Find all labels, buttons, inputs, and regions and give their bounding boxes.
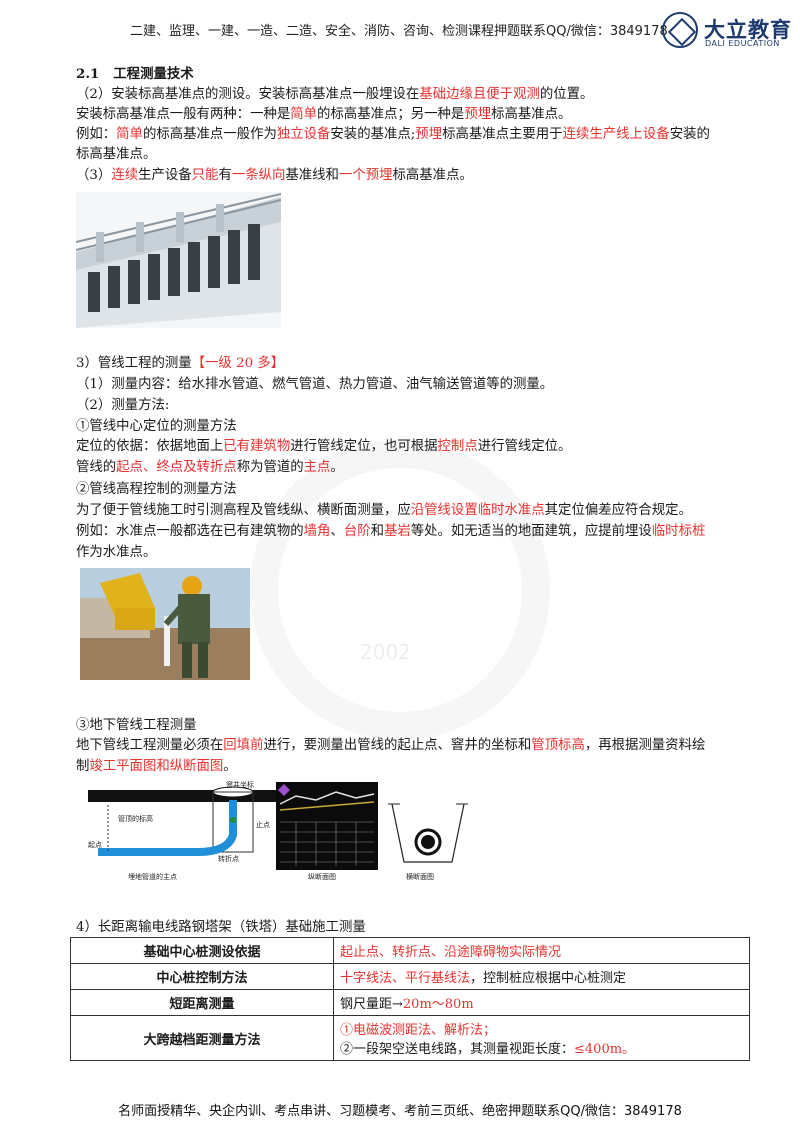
page-header: 二建、监理、一建、一造、二造、安全、消防、咨询、检测课程押题联系QQ/微信：38… (0, 0, 800, 52)
section-4-title: 4）长距离输电线路钢塔架（铁塔）基础施工测量 (76, 920, 366, 935)
item-1-points: 管线的起点、终点及转折点称为管道的主点。 (76, 460, 344, 475)
section-title: 2.1 工程测量技术 (76, 62, 194, 82)
label-end-point: 止点 (256, 821, 270, 829)
item-1-title: ①管线中心定位的测量方法 (76, 419, 237, 434)
logo-emblem-icon (662, 12, 698, 48)
label-start-point: 起点 (88, 841, 102, 849)
table-key: 中心桩控制方法 (70, 963, 334, 990)
cross-section-figure: 横断面图 (388, 800, 468, 882)
section-title-text: 工程测量技术 (113, 66, 194, 82)
page-footer: 名师面授精华、央企内训、考点串讲、习题模考、考前三页纸、绝密押题联系QQ/微信：… (118, 1104, 682, 1119)
header-promo-text: 二建、监理、一建、一造、二造、安全、消防、咨询、检测课程押题联系QQ/微信：38… (130, 24, 668, 39)
label-well-coord: 窨井坐标 (226, 781, 254, 789)
watermark-ring (250, 440, 550, 740)
measure-method: （2）测量方法: (76, 398, 170, 413)
table-key: 大跨越档距测量方法 (70, 1015, 334, 1061)
item-2-example-cont: 作为水准点。 (76, 545, 157, 560)
line-two-kinds: 安装标高基准点一般有两种：一种是简单的标高基准点；另一种是预埋标高基准点。 (76, 107, 572, 122)
table-row: 基础中心桩测设依据 起止点、转折点、沿途障碍物实际情况 (70, 937, 750, 964)
item-3-title: ③地下管线工程测量 (76, 718, 197, 733)
para-2: （2）安装标高基准点的测设。安装标高基准点一般埋设在基础边缘且便于观测的位置。 (76, 87, 594, 102)
example-1-cont: 标高基准点。 (76, 147, 157, 162)
measure-content: （1）测量内容：给水排水管道、燃气管道、热力管道、油气输送管道等的测量。 (76, 377, 554, 392)
pipeline-main-points-diagram: 窨井坐标 管顶的标高 止点 起点 转折点 埋地管道的主点 (88, 780, 288, 885)
label-pipe-top: 管顶的标高 (118, 815, 153, 823)
item-3-text: 地下管线工程测量必须在回填前进行，要测量出管线的起止点、窨井的坐标和管顶标高，再… (76, 738, 706, 753)
label-main-point: 埋地管道的主点 (128, 873, 177, 881)
para-3: （3）连续生产设备只能有一条纵向基准线和一个预埋标高基准点。 (76, 168, 473, 183)
table-value: 起止点、转折点、沿途障碍物实际情况 (333, 937, 750, 964)
example-1: 例如：简单的标高基准点一般作为独立设备安装的基准点;预埋标高基准点主要用于连续生… (76, 127, 710, 142)
section-number: 2.1 (76, 66, 100, 82)
item-3-text-cont: 制竣工平面图和纵断面图。 (76, 759, 237, 774)
brand-logo: 大立教育 DALI EDUCATION (662, 12, 792, 52)
table-key: 短距离测量 (70, 989, 334, 1016)
item-2-text: 为了便于管线施工时引测高程及管线纵、横断面测量，应沿管线设置临时水准点其定位偏差… (76, 503, 692, 518)
label-cross-section: 横断面图 (406, 873, 434, 881)
logo-name-cn: 大立教育 (704, 18, 792, 42)
table-row: 短距离测量 钢尺量距→20m～80m (70, 989, 750, 1016)
long-section-figure: 纵断面图 (276, 782, 378, 882)
production-line-photo (76, 192, 281, 328)
table-row: 大跨越档距测量方法 ①电磁波测距法、解析法； ②一段架空送电线路，其测量视距长度… (70, 1015, 750, 1061)
table-value: ①电磁波测距法、解析法； ②一段架空送电线路，其测量视距长度：≤400m。 (333, 1015, 750, 1061)
table-value: 钢尺量距→20m～80m (333, 989, 750, 1016)
label-turn-point: 转折点 (218, 855, 239, 863)
surveyor-photo (80, 568, 250, 680)
table-row: 中心桩控制方法 十字线法、平行基线法，控制桩应根据中心桩测定 (70, 963, 750, 990)
watermark-year: 2002 (360, 640, 411, 664)
table-key: 基础中心桩测设依据 (70, 937, 334, 964)
item-2-title: ②管线高程控制的测量方法 (76, 482, 237, 497)
table-value: 十字线法、平行基线法，控制桩应根据中心桩测定 (333, 963, 750, 990)
item-1-basis: 定位的依据：依据地面上已有建筑物进行管线定位，也可根据控制点进行管线定位。 (76, 439, 572, 454)
item-2-example: 例如：水准点一般都选在已有建筑物的墙角、台阶和基岩等处。如无适当的地面建筑，应提… (76, 524, 706, 539)
section-3-title: 3）管线工程的测量【一级 20 多】 (76, 356, 285, 371)
label-long-section: 纵断面图 (308, 873, 336, 881)
logo-name-en: DALI EDUCATION (705, 39, 780, 48)
tower-foundation-table: 基础中心桩测设依据 起止点、转折点、沿途障碍物实际情况 中心桩控制方法 十字线法… (70, 937, 750, 1061)
